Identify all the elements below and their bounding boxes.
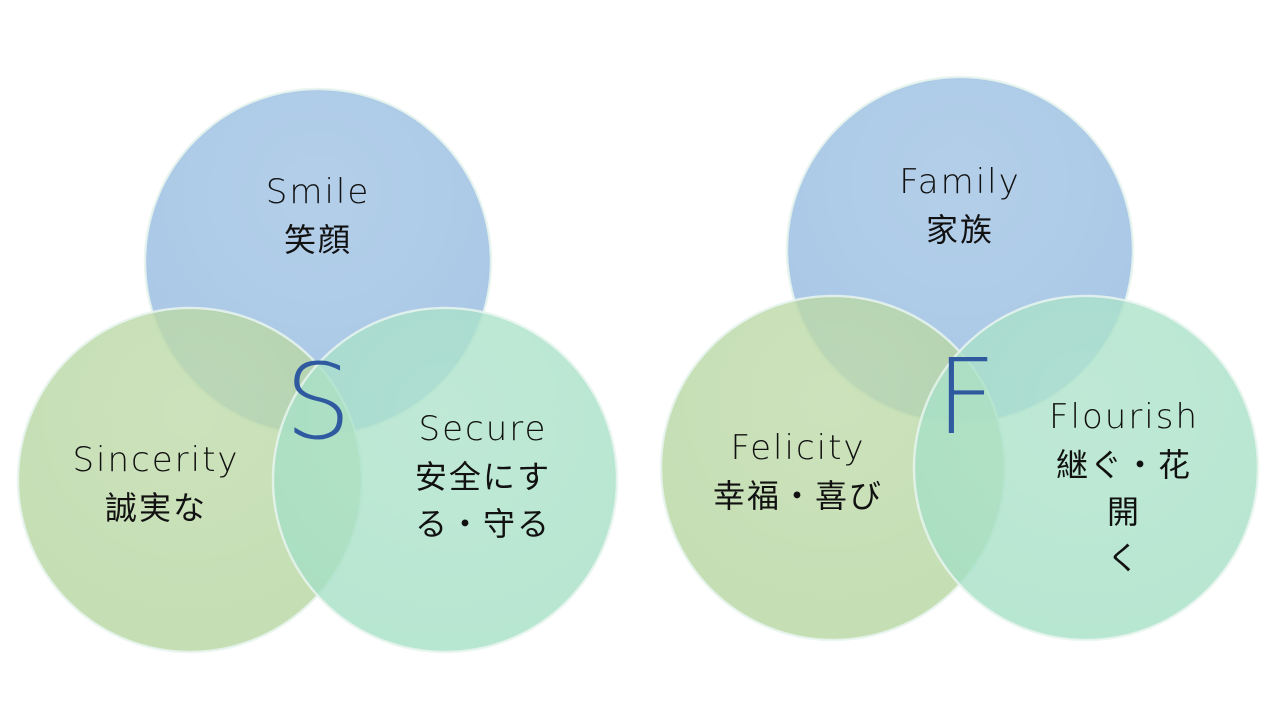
label-en: Family [899, 162, 1021, 202]
circle-label-secure: Secure 安全にす る・守る [415, 405, 551, 547]
label-jp-line1: 継ぐ・花開 [1055, 446, 1192, 531]
circle-label-smile: Smile 笑顔 [266, 168, 371, 264]
label-jp: 笑顔 [283, 221, 353, 260]
label-en: Flourish [1048, 397, 1200, 437]
venn-diagram-s [16, 87, 619, 654]
label-jp-line2: る・守る [414, 504, 552, 543]
circle-gloss-felicity [663, 298, 1003, 638]
circle-gloss-flourish [916, 298, 1256, 638]
circle-label-family: Family 家族 [899, 158, 1020, 254]
label-jp: 幸福・喜び [712, 477, 884, 516]
label-en: Felicity [730, 428, 866, 468]
label-jp-line2: く [1106, 539, 1141, 578]
circle-label-felicity: Felicity 幸福・喜び [713, 424, 883, 520]
center-letter-f: F [936, 336, 996, 458]
venn-diagram-f [659, 75, 1260, 642]
circle-gloss-sincerity [20, 310, 360, 650]
label-jp-line1: 安全にす [414, 458, 552, 497]
circle-label-flourish: Flourish 継ぐ・花開 く [1046, 393, 1202, 581]
center-letter-s: S [284, 341, 352, 463]
circle-label-sincerity: Sincerity 誠実な [72, 436, 239, 532]
label-en: Sincerity [72, 440, 240, 480]
label-jp: 家族 [925, 211, 994, 250]
label-en: Smile [265, 172, 371, 212]
circle-gloss-secure [275, 310, 615, 650]
label-en: Secure [418, 409, 548, 449]
label-jp: 誠実な [104, 489, 208, 528]
